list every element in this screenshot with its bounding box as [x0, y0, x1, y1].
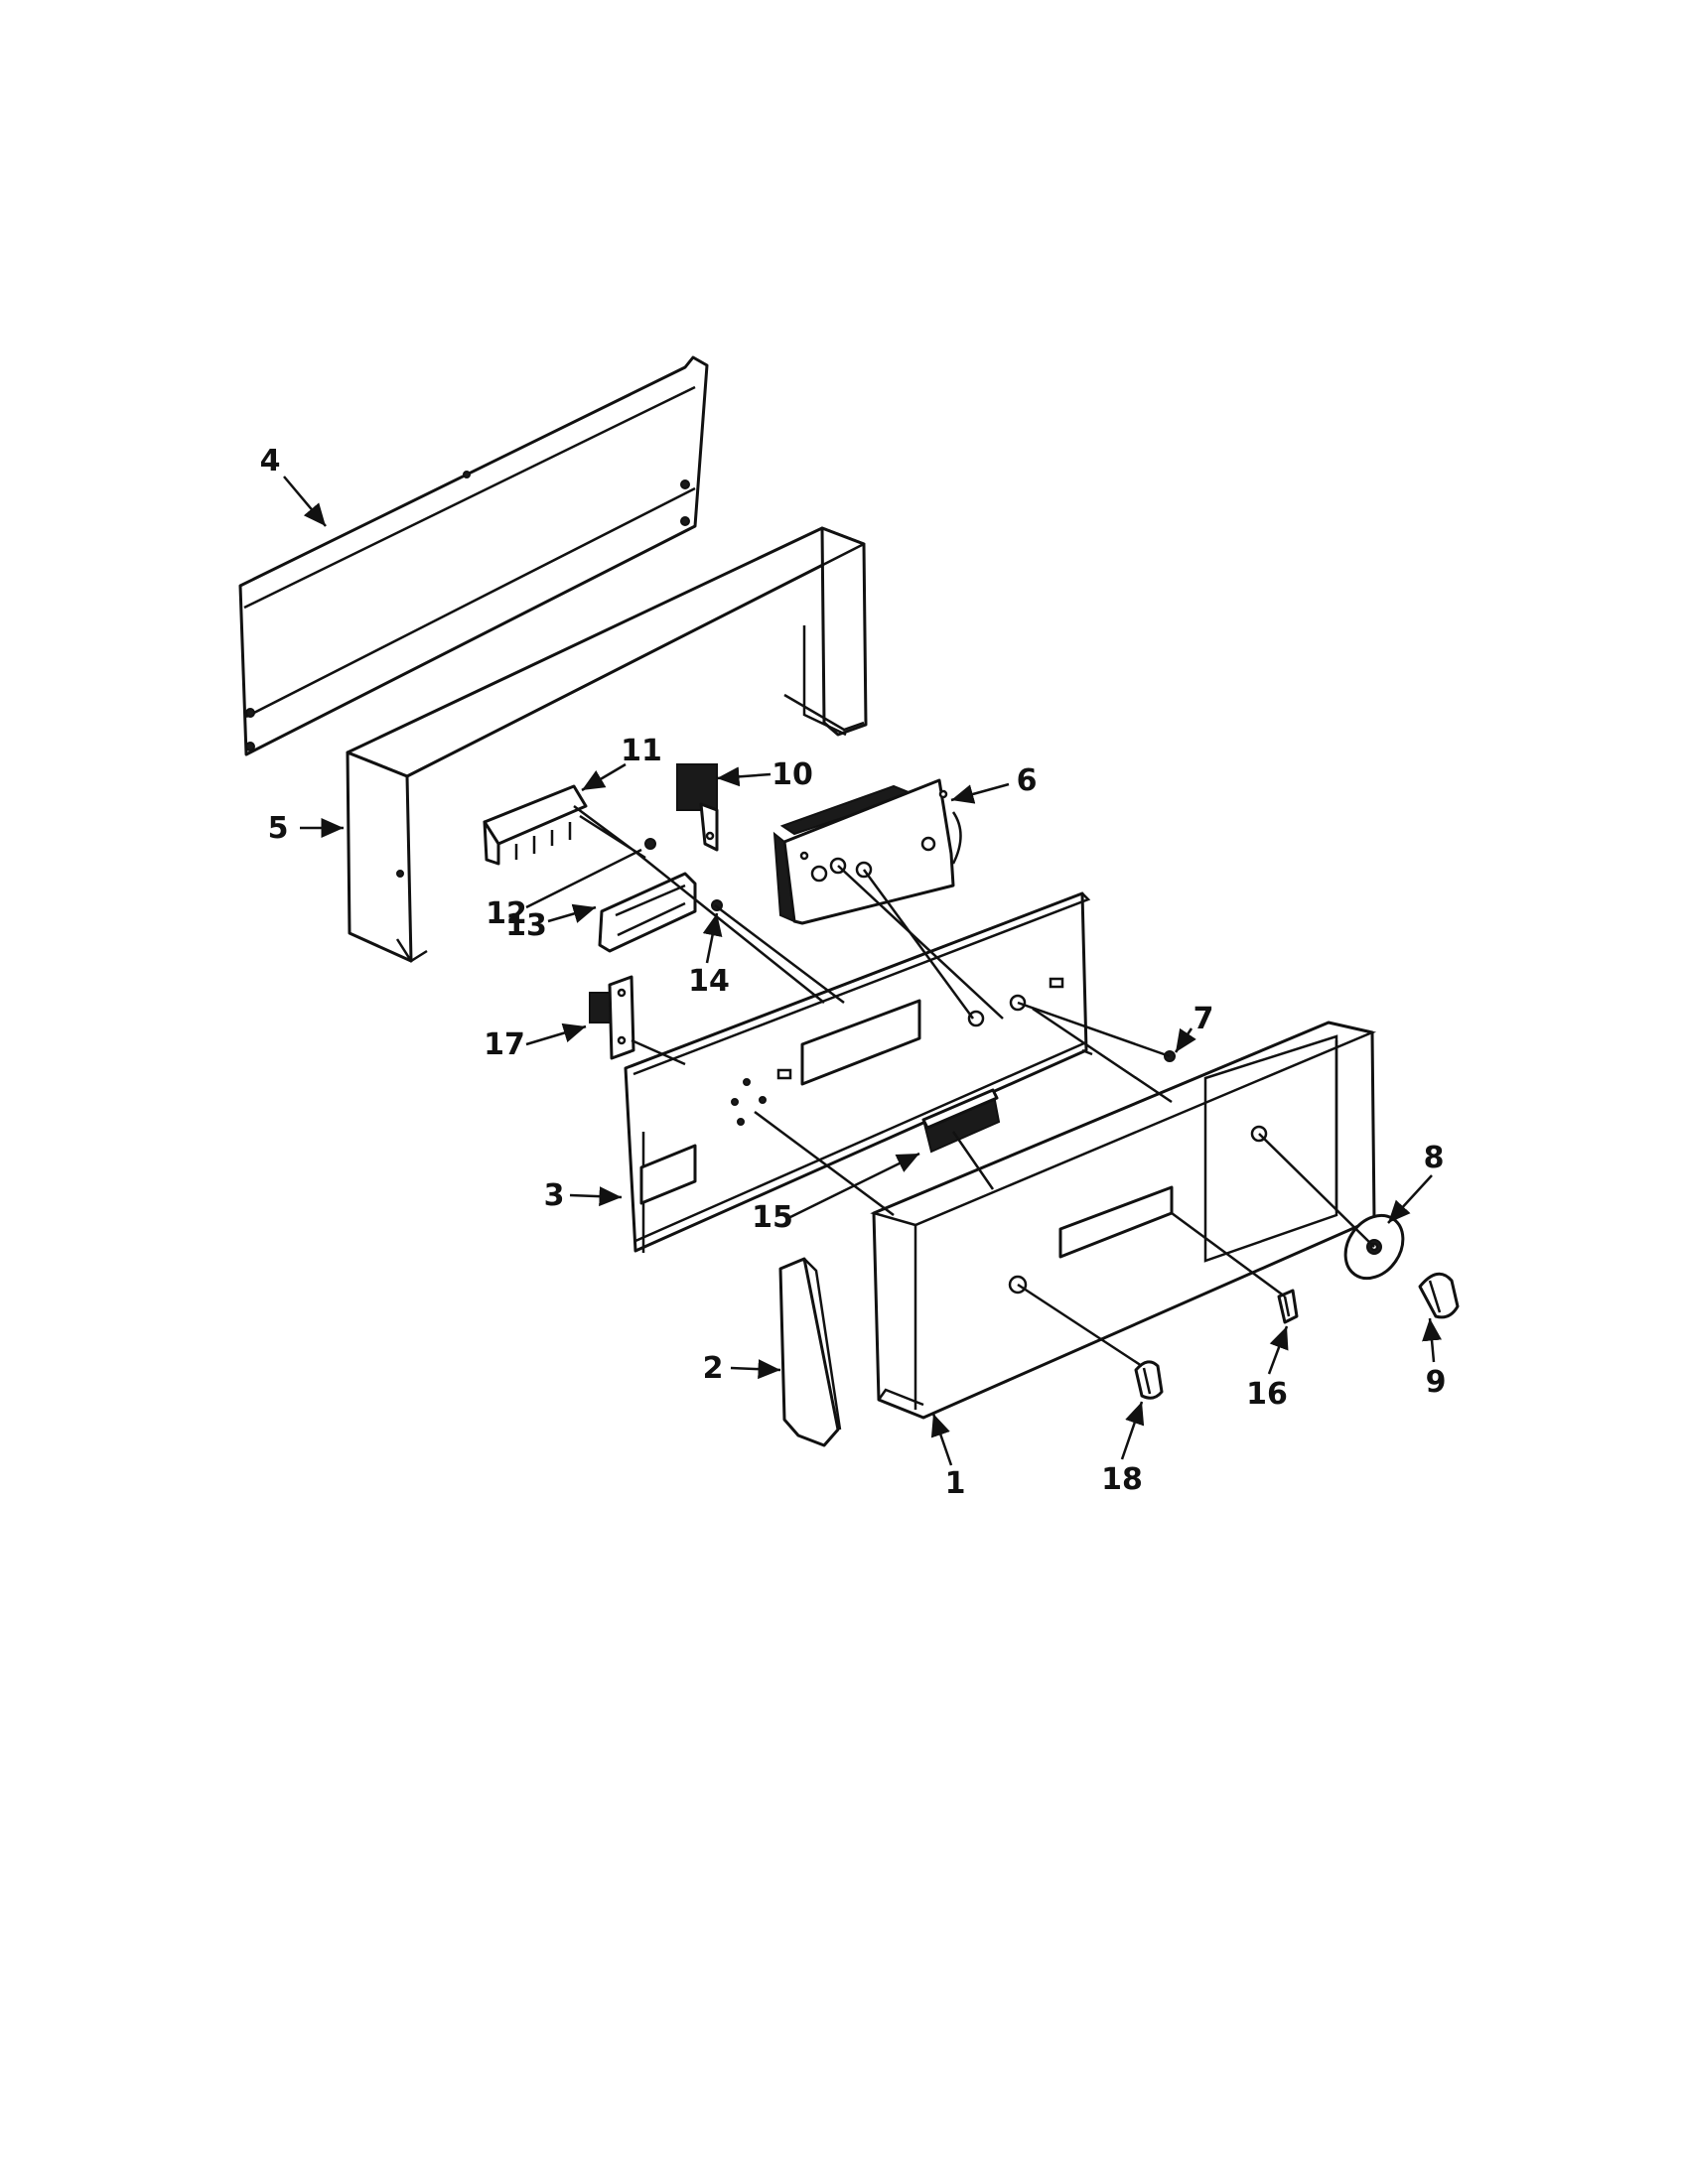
- callout-4: 4: [260, 444, 281, 478]
- callout-12: 12: [486, 896, 527, 931]
- part-10-switch: [676, 763, 719, 852]
- callout-13: 13: [505, 908, 547, 943]
- part-11-terminal-block: [483, 784, 646, 866]
- part-9-knob: [1418, 1272, 1460, 1319]
- part-17-switch: [589, 975, 635, 1060]
- callout-15: 15: [752, 1200, 793, 1235]
- part-16-knob: [1277, 1289, 1299, 1324]
- callout-2: 2: [703, 1351, 724, 1386]
- part-3-control-plate: [624, 891, 1093, 1253]
- callout-1: 1: [945, 1466, 966, 1501]
- callout-10: 10: [772, 757, 813, 792]
- callout-18: 18: [1101, 1462, 1143, 1497]
- callout-11: 11: [621, 734, 662, 768]
- callout-14: 14: [688, 964, 730, 999]
- part-15-display-lens: [921, 1088, 1001, 1154]
- part-13-bracket: [598, 838, 723, 953]
- callout-9: 9: [1426, 1365, 1447, 1400]
- callout-5: 5: [268, 811, 289, 846]
- assembly-guide-lines: [631, 851, 1375, 1368]
- callout-6: 6: [1017, 763, 1038, 798]
- callout-17: 17: [484, 1027, 525, 1062]
- part-6-timer: [772, 778, 962, 925]
- callout-8: 8: [1424, 1141, 1445, 1175]
- callout-3: 3: [544, 1178, 565, 1213]
- part-18-knob: [1134, 1360, 1164, 1400]
- callout-16: 16: [1246, 1377, 1288, 1412]
- callout-labels: 4 5 11 10 6 12 13 14 17 7 3 15 8 2 9 16 …: [260, 444, 1447, 1501]
- part-12-screw: [644, 838, 656, 850]
- part-5-frame: [346, 526, 868, 963]
- callout-leaders: [283, 476, 1442, 1466]
- part-4-backguard-panel: [238, 355, 709, 756]
- callout-7: 7: [1193, 1002, 1214, 1036]
- part-2-end-trim: [778, 1257, 842, 1447]
